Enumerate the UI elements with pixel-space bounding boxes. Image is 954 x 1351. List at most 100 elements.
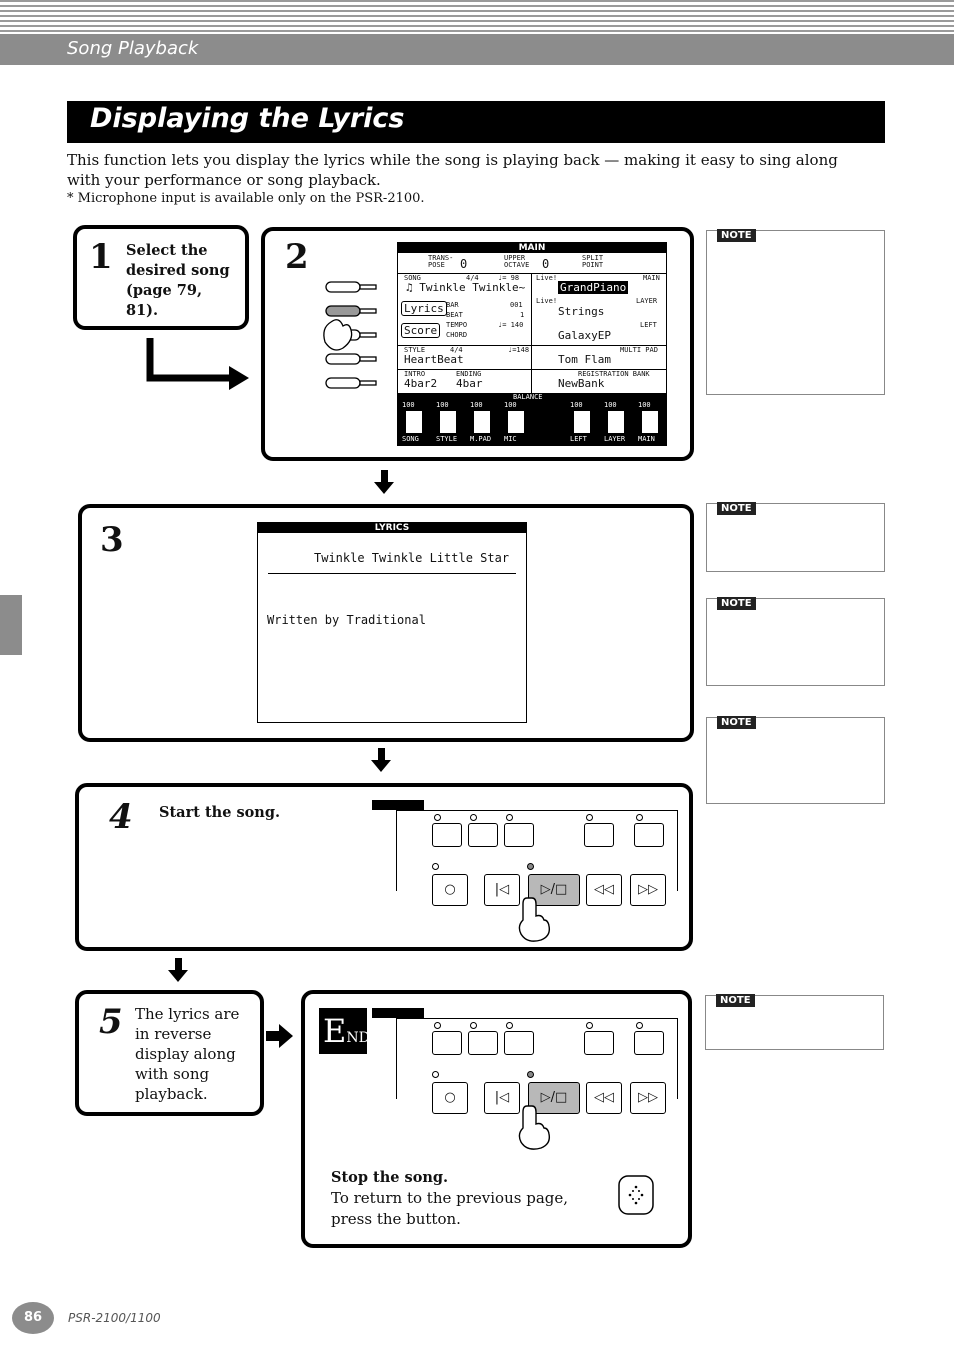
play-stop-button[interactable]: ▷/□ — [528, 1082, 580, 1114]
track-button[interactable] — [468, 823, 498, 847]
step-5-box: 5 The lyrics are in reverse display alon… — [75, 990, 264, 1116]
balance-slider[interactable] — [440, 411, 456, 433]
balance-slider[interactable] — [574, 411, 590, 433]
fast-forward-button[interactable]: ▷▷ — [630, 874, 666, 906]
balance-channel-label: LAYER — [604, 435, 626, 443]
fast-forward-button[interactable]: ▷▷ — [630, 1082, 666, 1114]
step-number: 1 — [89, 237, 113, 277]
led-indicator — [434, 1022, 441, 1029]
led-indicator — [636, 1022, 643, 1029]
stop-title: Stop the song. — [331, 1169, 449, 1186]
step-text: The lyrics are in reverse display along … — [135, 1005, 240, 1103]
regbank-name[interactable]: NewBank — [558, 377, 605, 390]
intro-text: This function lets you display the lyric… — [67, 151, 838, 189]
transpose-label: TRANS-POSE — [428, 254, 454, 269]
beat-label: BEAT — [446, 311, 463, 319]
led-indicator — [470, 814, 477, 821]
led-indicator — [527, 863, 534, 870]
balance-channel-label: M.PAD — [470, 435, 492, 443]
right-arrow-icon — [266, 1024, 293, 1048]
song-name: ♫ Twinkle Twinkle~ — [406, 281, 526, 294]
balance-slider[interactable] — [608, 411, 624, 433]
multipad-name[interactable]: Tom Flam — [558, 353, 611, 366]
balance-value: 100 — [604, 401, 617, 409]
balance-value: 100 — [504, 401, 517, 409]
top-button[interactable]: |◁ — [484, 1082, 520, 1114]
time-sig: 4/4 — [466, 274, 479, 282]
rec-button[interactable]: ○ — [432, 1082, 468, 1114]
track-button[interactable] — [634, 1031, 664, 1055]
balance-value: 100 — [570, 401, 583, 409]
voice-main[interactable]: GrandPiano — [558, 281, 629, 294]
led-indicator — [506, 1022, 513, 1029]
lcd-header: MAIN — [398, 243, 666, 253]
lyrics-lcd: LYRICS Twinkle Twinkle Little Star Writt… — [257, 522, 527, 723]
lyrics-song-title: Twinkle Twinkle Little Star — [314, 551, 510, 565]
exit-button-icon[interactable] — [617, 1174, 657, 1218]
arrow-stem — [175, 958, 182, 970]
note-label: NOTE — [717, 229, 756, 242]
track-button[interactable] — [504, 823, 534, 847]
style-name[interactable]: HeartBeat — [404, 353, 464, 366]
voice-left[interactable]: GalaxyEP — [558, 329, 611, 342]
track-button[interactable] — [468, 1031, 498, 1055]
main-tag: MAIN — [643, 274, 660, 282]
song-label: SONG — [404, 274, 421, 282]
step-4-box: 4 Start the song. — [75, 783, 693, 951]
live-tag: Live! — [536, 274, 558, 282]
intro-label: INTRO — [404, 370, 426, 378]
main-lcd: MAIN TRANS-POSE 0 UPPER OCTAVE 0 SPLIT P… — [397, 242, 667, 446]
step-number: 5 — [99, 1002, 123, 1042]
note-box: NOTE — [706, 502, 885, 572]
side-tab — [0, 595, 22, 655]
balance-value: 100 — [402, 401, 415, 409]
transpose-value: 0 — [460, 257, 468, 271]
top-button[interactable]: |◁ — [484, 874, 520, 906]
note-label: NOTE — [717, 597, 756, 610]
panel-frame — [396, 810, 678, 891]
note-box: NOTE — [705, 994, 884, 1050]
panel-tab — [372, 1008, 424, 1018]
ending-value[interactable]: 4bar — [456, 377, 483, 390]
pointing-hand-icon — [518, 897, 551, 942]
track-button[interactable] — [584, 1031, 614, 1055]
balance-slider[interactable] — [474, 411, 490, 433]
rec-button[interactable]: ○ — [432, 874, 468, 906]
chord-label: CHORD — [446, 331, 468, 339]
track-button[interactable] — [634, 823, 664, 847]
stop-text: To return to the previous page, press th… — [331, 1189, 569, 1228]
play-stop-button[interactable]: ▷/□ — [528, 874, 580, 906]
rewind-button[interactable]: ◁◁ — [586, 874, 622, 906]
page-number: 86 — [12, 1302, 54, 1334]
balance-label: BALANCE — [513, 393, 543, 401]
note-label: NOTE — [717, 716, 756, 729]
step-1-box: 1 Select the desired song (page 79, 81). — [73, 225, 249, 330]
led-indicator — [527, 1071, 534, 1078]
track-button[interactable] — [432, 823, 462, 847]
track-button[interactable] — [504, 1031, 534, 1055]
rewind-button[interactable]: ◁◁ — [586, 1082, 622, 1114]
style-label: STYLE — [404, 346, 426, 354]
track-button[interactable] — [432, 1031, 462, 1055]
header-stripes — [0, 0, 954, 34]
step-number: 2 — [285, 237, 309, 277]
lyrics-button[interactable]: Lyrics — [401, 301, 447, 316]
led-indicator — [506, 814, 513, 821]
balance-slider[interactable] — [508, 411, 524, 433]
down-arrow-icon — [374, 482, 394, 494]
balance-channel-label: LEFT — [570, 435, 587, 443]
balance-slider[interactable] — [642, 411, 658, 433]
track-button[interactable] — [584, 823, 614, 847]
ending-label: ENDING — [456, 370, 482, 378]
step-text: Start the song. — [159, 804, 281, 821]
elbow-arrow-icon — [146, 338, 249, 390]
score-button[interactable]: Score — [401, 323, 441, 338]
led-indicator — [432, 863, 439, 870]
note-box: NOTE — [706, 597, 885, 686]
balance-channel-label: STYLE — [436, 435, 458, 443]
voice-layer[interactable]: Strings — [558, 305, 605, 318]
footnote: * Microphone input is available only on … — [67, 191, 425, 206]
intro-value[interactable]: 4bar2 — [404, 377, 438, 390]
balance-slider[interactable] — [406, 411, 422, 433]
